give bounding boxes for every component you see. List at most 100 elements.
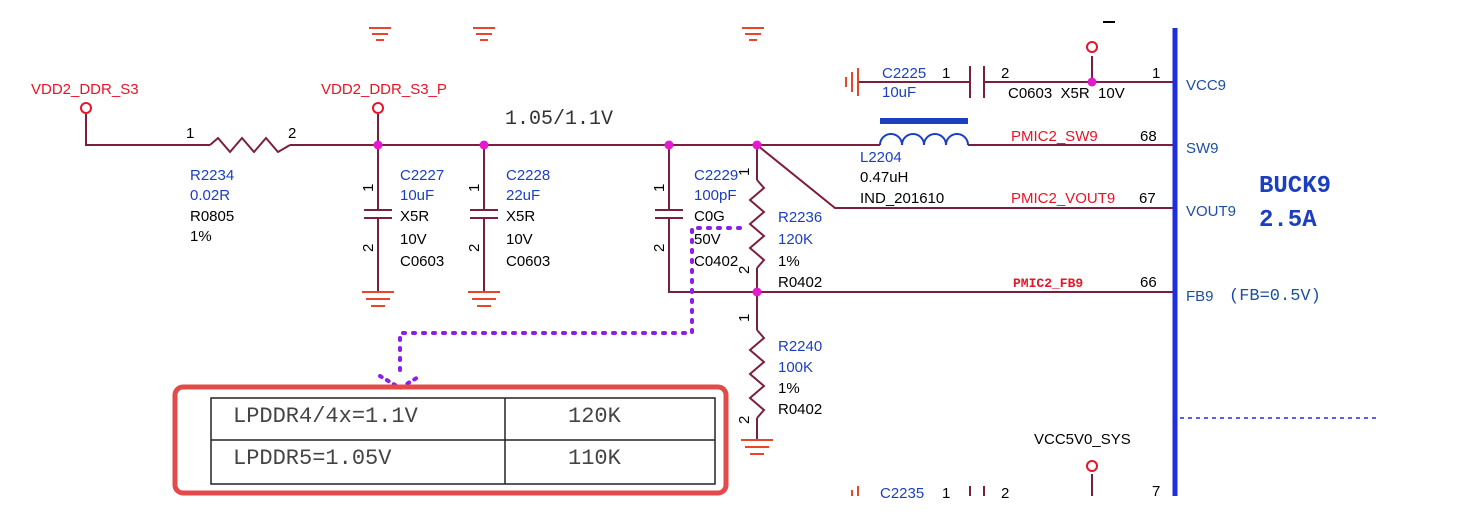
highlight-box <box>172 384 729 496</box>
r2236-ref: R2236 <box>778 209 822 226</box>
c2228-ref: C2228 <box>506 167 550 184</box>
c2225-pkg: C0603 X5R 10V <box>1008 85 1125 102</box>
r2240-symbol <box>748 329 766 419</box>
c2229-ref: C2229 <box>694 167 738 184</box>
pin-name-sw9: SW9 <box>1186 140 1219 157</box>
pin-name-vout9: VOUT9 <box>1186 203 1236 220</box>
net-vcc5v0-sys: VCC5V0_SYS <box>1034 431 1131 448</box>
pin-num-vcc9: 1 <box>1152 65 1160 82</box>
c2225-ref: C2225 <box>882 65 926 82</box>
net-vdd2-ddr-s3-p: VDD2_DDR_S3_P <box>321 81 447 98</box>
c2225-labels: C2225 1 2 10uF C0603 X5R 10V <box>882 65 1125 102</box>
c2228-pin1: 1 <box>466 184 483 192</box>
pin-num-vout9: 67 <box>1139 190 1156 207</box>
c2225-ground <box>845 68 859 96</box>
l2204-labels: L2204 0.47uH IND_201610 <box>860 149 944 207</box>
c2229-plates <box>655 209 683 219</box>
r2234-pin1: 1 <box>186 125 194 142</box>
r2234-symbol <box>209 136 291 154</box>
c2228-pin2: 2 <box>466 244 483 252</box>
c2228-pkg: C0603 <box>506 253 550 270</box>
r2234-pin2: 2 <box>288 125 296 142</box>
c2235-pin2: 2 <box>1001 485 1009 502</box>
c2229-diel: C0G <box>694 208 725 225</box>
c2229-value: 100pF <box>694 187 737 204</box>
r2234-value: 0.02R <box>190 187 230 204</box>
table-row-2-resistor: 110K <box>568 446 622 471</box>
buck-title: BUCK9 <box>1259 173 1331 200</box>
power-symbols <box>80 41 1098 472</box>
c2227-plates <box>364 209 392 219</box>
voltage-note: 1.05/1.1V <box>505 108 613 131</box>
c2225-value: 10uF <box>882 84 916 101</box>
r2234-pkg: R0805 <box>190 208 234 225</box>
l2204-inductor <box>879 118 969 146</box>
r2234-labels: 1 2 R2234 0.02R R0805 1% <box>186 125 296 245</box>
c2229-labels: 1 2 C2229 100pF C0G 50V C0402 <box>651 167 738 270</box>
c2229-volt: 50V <box>694 231 721 248</box>
c2228-value: 22uF <box>506 187 540 204</box>
c2235-ref: C2235 <box>880 485 924 502</box>
c2229-pkg: C0402 <box>694 253 738 270</box>
r2234-ref: R2234 <box>190 167 234 184</box>
voltage-resistor-table: LPDDR4/4x=1.1V 120K LPDDR5=1.05V 110K <box>172 384 729 496</box>
net-pmic2-vout9: PMIC2_VOUT9 <box>1011 190 1115 207</box>
c2235-pin1: 1 <box>942 485 950 502</box>
c2229-pin1: 1 <box>651 184 668 192</box>
fb-voltage-note: (FB=0.5V) <box>1229 287 1321 306</box>
table-row-2-voltage: LPDDR5=1.05V <box>233 446 392 471</box>
pin-num-7: 7 <box>1152 483 1160 500</box>
ground-symbols <box>362 291 773 455</box>
c2229-pin2: 2 <box>651 244 668 252</box>
junction-dots <box>373 77 1097 297</box>
r2240-ref: R2240 <box>778 338 822 355</box>
buck-current: 2.5A <box>1259 207 1317 234</box>
r2236-pin2: 2 <box>736 266 753 274</box>
c2227-value: 10uF <box>400 187 434 204</box>
c2227-pin1: 1 <box>360 184 377 192</box>
c2227-pin2: 2 <box>360 244 377 252</box>
net-vdd2-ddr-s3: VDD2_DDR_S3 <box>31 81 139 98</box>
r2240-tol: 1% <box>778 380 800 397</box>
c2225-pin2: 2 <box>1001 65 1009 82</box>
r2234-tol: 1% <box>190 228 212 245</box>
c2227-ref: C2227 <box>400 167 444 184</box>
c2225-pin1: 1 <box>942 65 950 82</box>
r2240-pkg: R0402 <box>778 401 822 418</box>
l2204-pkg: IND_201610 <box>860 190 944 207</box>
table-row-1-voltage: LPDDR4/4x=1.1V <box>233 404 419 429</box>
r2240-labels: 1 2 R2240 100K 1% R0402 <box>736 314 822 424</box>
r2236-labels: 1 2 R2236 120K 1% R0402 <box>736 168 822 291</box>
pin-name-fb9: FB9 <box>1186 288 1214 305</box>
r2240-value: 100K <box>778 359 813 376</box>
r2236-pin1: 1 <box>736 168 753 176</box>
top-ground-symbols <box>369 21 1115 41</box>
l2204-value: 0.47uH <box>860 169 908 186</box>
table-frame <box>210 397 716 485</box>
net-labels: VDD2_DDR_S3 VDD2_DDR_S3_P 1.05/1.1V PMIC… <box>31 81 1131 448</box>
c2228-labels: 1 2 C2228 22uF X5R 10V C0603 <box>466 167 550 270</box>
c2228-volt: 10V <box>506 231 533 248</box>
buck-label: BUCK9 2.5A <box>1259 173 1331 234</box>
c2225-plates <box>969 66 985 98</box>
net-pmic2-sw9: PMIC2_SW9 <box>1011 128 1098 145</box>
l2204-ref: L2204 <box>860 149 902 166</box>
r2240-pin1: 1 <box>736 314 753 322</box>
c2227-volt: 10V <box>400 231 427 248</box>
wires <box>85 56 1175 496</box>
table-row-1-resistor: 120K <box>568 404 622 429</box>
c2235-ground <box>851 486 859 496</box>
c2227-pkg: C0603 <box>400 253 444 270</box>
c2227-labels: 1 2 C2227 10uF X5R 10V C0603 <box>360 167 444 270</box>
r2236-symbol <box>748 179 766 269</box>
c2235-labels: C2235 1 2 <box>880 485 1009 502</box>
pin-num-sw9: 68 <box>1140 128 1157 145</box>
callout-leader <box>378 226 742 391</box>
r2236-pkg: R0402 <box>778 274 822 291</box>
pmic-pins: 1 VCC9 68 SW9 67 VOUT9 66 FB9 (FB=0.5V) … <box>1139 65 1321 500</box>
c2228-diel: X5R <box>506 208 535 225</box>
net-pmic2-fb9: PMIC2_FB9 <box>1013 276 1083 291</box>
r2236-value: 120K <box>778 231 813 248</box>
r2240-pin2: 2 <box>736 416 753 424</box>
